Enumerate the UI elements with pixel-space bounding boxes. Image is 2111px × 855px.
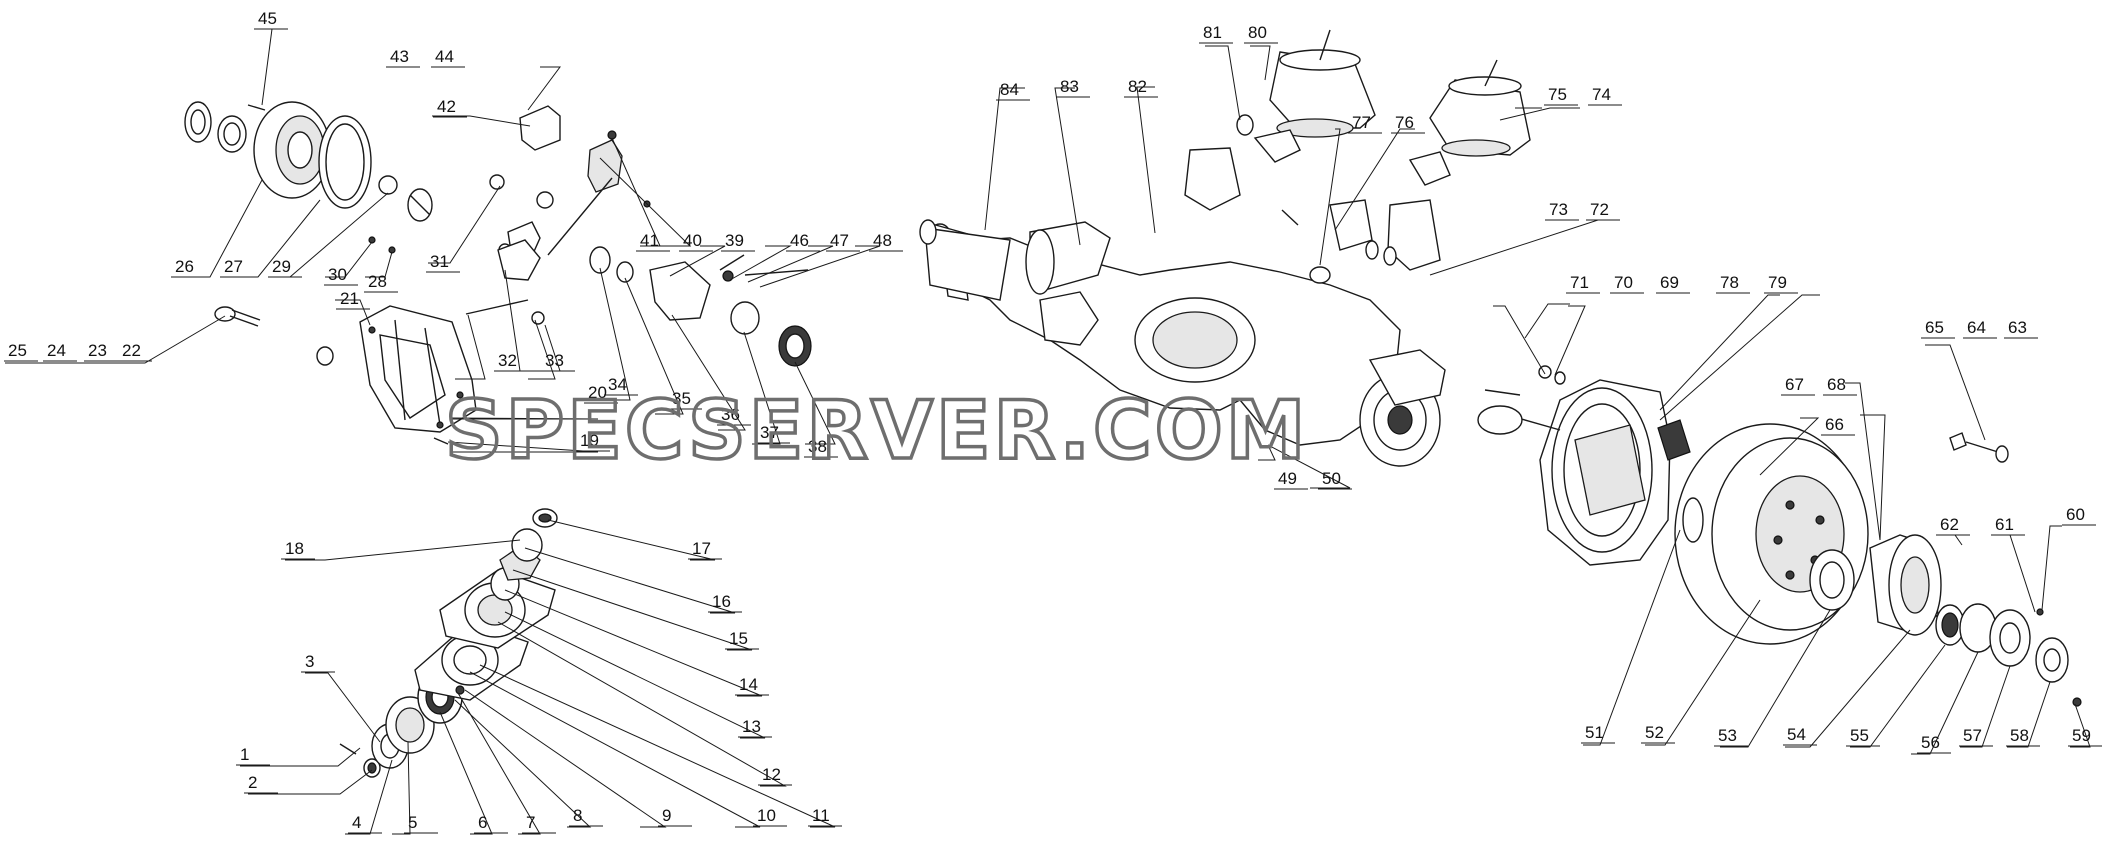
callout-32: 32 [498, 351, 517, 370]
callout-79: 79 [1768, 273, 1787, 292]
callout-17: 17 [692, 539, 711, 558]
input-pinion-assembly [339, 508, 558, 778]
callout-58: 58 [2010, 726, 2029, 745]
watermark-text: SPECSERVER.COM [445, 384, 1308, 477]
callout-80: 80 [1248, 23, 1267, 42]
callout-1: 1 [240, 745, 249, 764]
callout-52: 52 [1645, 723, 1664, 742]
callout-69: 69 [1660, 273, 1679, 292]
callout-20: 20 [588, 383, 607, 402]
callout-81: 81 [1203, 23, 1222, 42]
callout-50: 50 [1322, 469, 1341, 488]
callout-48: 48 [873, 231, 892, 250]
callout-28: 28 [368, 272, 387, 291]
callout-7: 7 [526, 813, 535, 832]
wheel-hub [1809, 432, 2082, 707]
callout-16: 16 [712, 592, 731, 611]
callout-82: 82 [1128, 77, 1147, 96]
callout-14: 14 [739, 675, 758, 694]
callout-67: 67 [1785, 375, 1804, 394]
callout-11: 11 [812, 806, 830, 825]
callout-61: 61 [1995, 515, 2014, 534]
callout-25: 25 [8, 341, 27, 360]
parts-layer [184, 29, 2082, 778]
callout-35: 35 [672, 389, 691, 408]
callout-24: 24 [47, 341, 66, 360]
callout-42: 42 [437, 97, 456, 116]
callout-46: 46 [790, 231, 809, 250]
differential-carrier [214, 305, 477, 445]
callout-23: 23 [88, 341, 107, 360]
callout-76: 76 [1395, 113, 1414, 132]
callout-73: 73 [1549, 200, 1568, 219]
callout-3: 3 [305, 652, 314, 671]
callout-55: 55 [1850, 726, 1869, 745]
callout-10: 10 [757, 806, 776, 825]
callout-40: 40 [683, 231, 702, 250]
callout-51: 51 [1585, 723, 1604, 742]
callout-60: 60 [2066, 505, 2085, 524]
callout-71: 71 [1570, 273, 1589, 292]
callout-53: 53 [1718, 726, 1737, 745]
callout-38: 38 [808, 437, 827, 456]
callout-5: 5 [408, 813, 417, 832]
callout-36: 36 [721, 405, 740, 424]
callout-64: 64 [1967, 318, 1986, 337]
callout-68: 68 [1827, 375, 1846, 394]
callout-49: 49 [1278, 469, 1297, 488]
callout-63: 63 [2008, 318, 2027, 337]
callout-44: 44 [435, 47, 454, 66]
crown-wheel-assembly [184, 101, 433, 254]
callout-15: 15 [729, 629, 748, 648]
brake-assembly [1477, 365, 1691, 566]
callout-77: 77 [1352, 113, 1371, 132]
callout-2: 2 [248, 773, 257, 792]
callout-9: 9 [662, 806, 671, 825]
callout-72: 72 [1590, 200, 1609, 219]
callout-65: 65 [1925, 318, 1944, 337]
callout-27: 27 [224, 257, 243, 276]
callout-56: 56 [1921, 733, 1940, 752]
callout-13: 13 [742, 717, 761, 736]
spindle-end [919, 219, 1055, 301]
callout-6: 6 [478, 813, 487, 832]
callout-26: 26 [175, 257, 194, 276]
callout-33: 33 [545, 351, 564, 370]
callout-21: 21 [340, 289, 359, 308]
callout-19: 19 [580, 431, 599, 450]
callout-12: 12 [762, 765, 781, 784]
callout-78: 78 [1720, 273, 1739, 292]
callout-30: 30 [328, 265, 347, 284]
callout-39: 39 [725, 231, 744, 250]
callout-4: 4 [352, 813, 361, 832]
callout-29: 29 [272, 257, 291, 276]
callout-47: 47 [830, 231, 849, 250]
brake-drum [1674, 423, 1869, 645]
callout-18: 18 [285, 539, 304, 558]
callout-43: 43 [390, 47, 409, 66]
callout-34: 34 [608, 375, 627, 394]
brake-chambers [1184, 29, 1531, 284]
callout-70: 70 [1614, 273, 1633, 292]
differential-gears [465, 105, 812, 367]
callout-62: 62 [1940, 515, 1959, 534]
callout-8: 8 [573, 806, 582, 825]
callout-37: 37 [760, 423, 779, 442]
callout-31: 31 [430, 252, 449, 271]
callout-57: 57 [1963, 726, 1982, 745]
callout-45: 45 [258, 9, 277, 28]
callout-75: 75 [1548, 85, 1567, 104]
callout-83: 83 [1060, 77, 1079, 96]
callout-22: 22 [122, 341, 141, 360]
callout-74: 74 [1592, 85, 1611, 104]
callout-54: 54 [1787, 725, 1806, 744]
callout-41: 41 [640, 231, 659, 250]
callout-84: 84 [1000, 80, 1019, 99]
callout-59: 59 [2072, 726, 2091, 745]
callout-66: 66 [1825, 415, 1844, 434]
